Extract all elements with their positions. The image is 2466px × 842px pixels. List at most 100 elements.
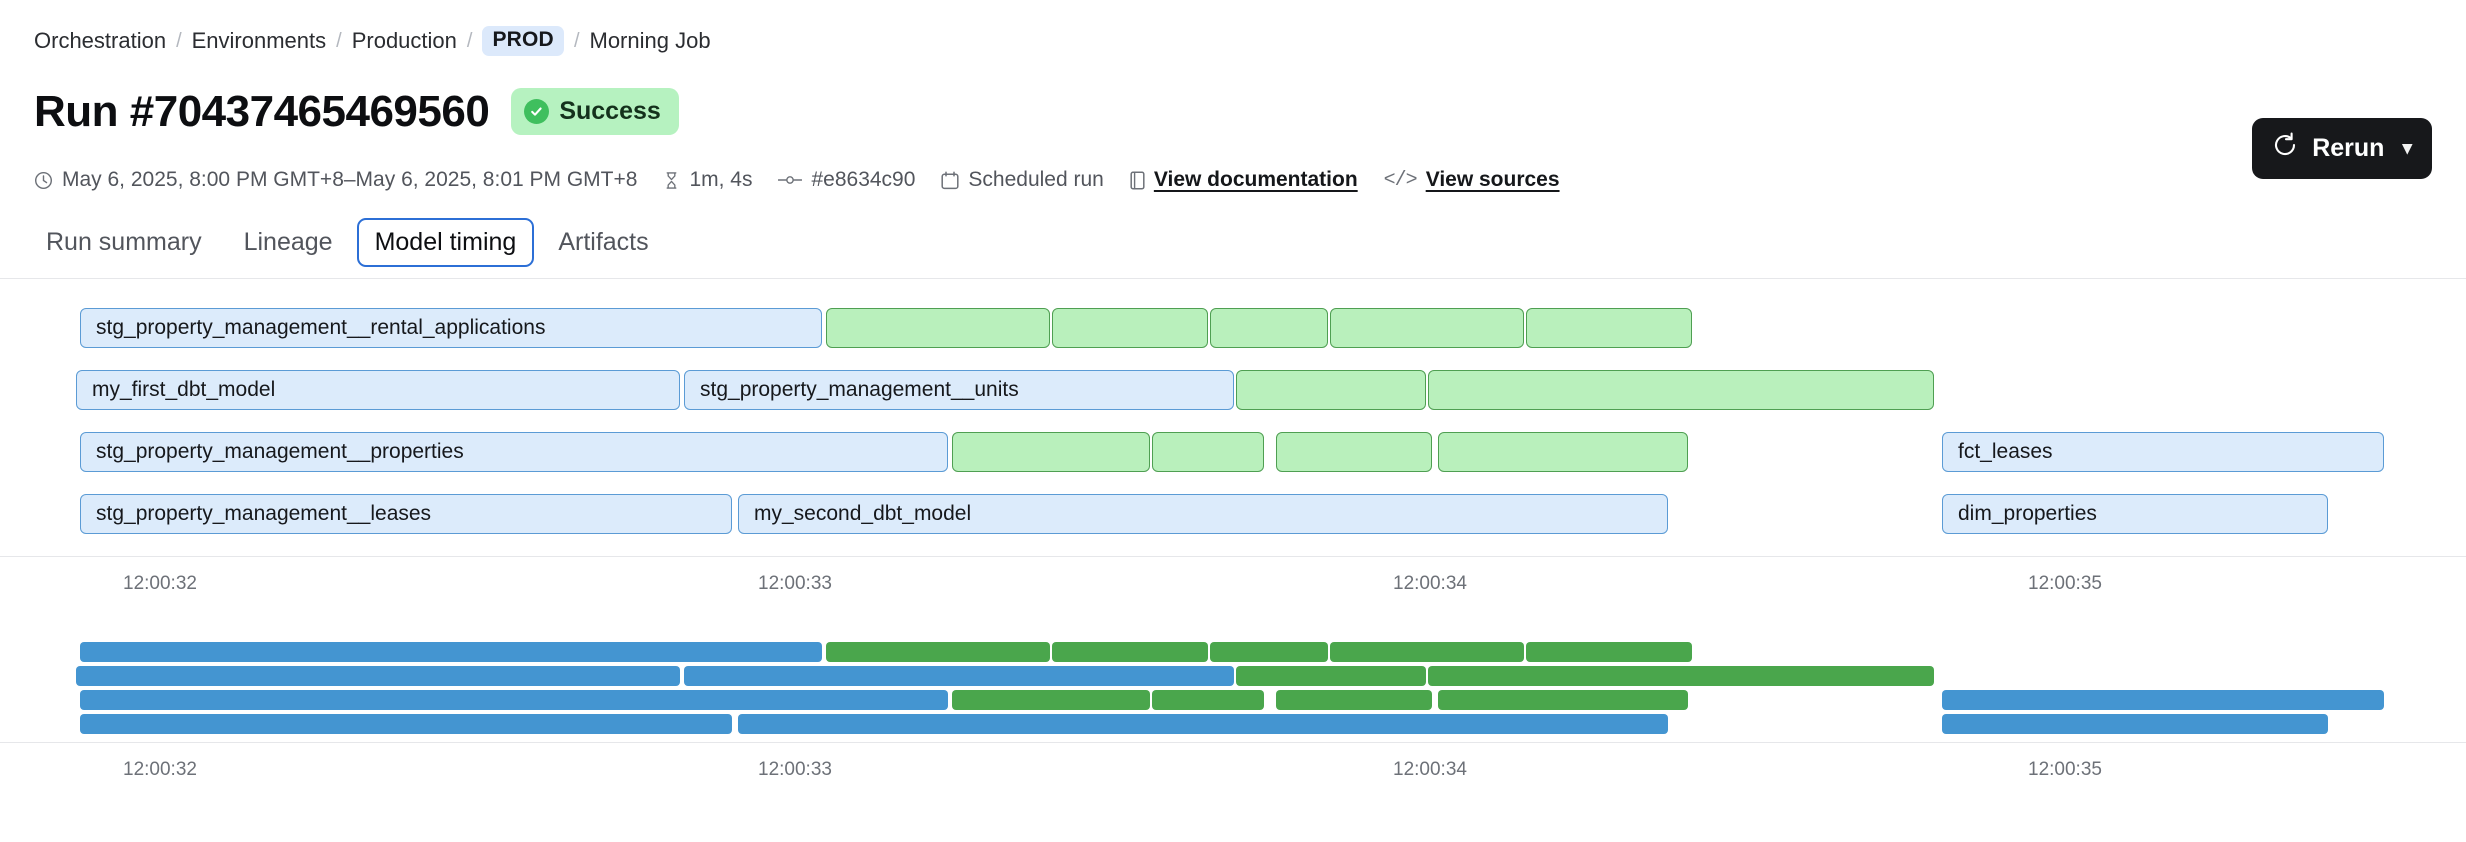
hourglass-icon [663, 171, 680, 190]
minimap-bar[interactable] [738, 714, 1668, 734]
breadcrumb-separator: / [466, 29, 473, 52]
minimap-bar[interactable] [76, 666, 680, 686]
gantt-bar-my_first_dbt_model[interactable]: my_first_dbt_model [76, 370, 680, 410]
tab-artifacts[interactable]: Artifacts [558, 228, 649, 256]
gantt-bar-stg_property_management__rental_applications[interactable]: stg_property_management__rental_applicat… [80, 308, 822, 348]
rerun-button[interactable]: Rerun ▾ [2252, 118, 2432, 179]
tab-run-summary[interactable]: Run summary [46, 228, 202, 256]
meta-commit-label: #e8634c90 [811, 168, 916, 191]
minimap-bar[interactable] [1210, 642, 1328, 662]
model-timing-gantt: stg_property_management__rental_applicat… [0, 300, 2466, 600]
minimap-axis-tick-label: 12:00:32 [123, 759, 197, 780]
tab-lineage[interactable]: Lineage [243, 228, 333, 256]
minimap-bar[interactable] [1438, 690, 1688, 710]
meta-trigger: Scheduled run [941, 168, 1104, 192]
breadcrumb-separator: / [176, 29, 182, 52]
minimap-bar[interactable] [1942, 714, 2328, 734]
page-title: Run #70437465469560 [34, 86, 490, 136]
meta-commit: #e8634c90 [778, 168, 915, 192]
minimap-row [0, 688, 2466, 712]
view-documentation-link[interactable]: View documentation [1153, 168, 1358, 191]
gantt-bar-test[interactable] [1236, 370, 1426, 410]
tab-bar: Run summary Lineage Model timing Artifacts [28, 218, 667, 267]
minimap-row [0, 640, 2466, 664]
minimap-bar[interactable] [826, 642, 1050, 662]
meta-timerange-label: May 6, 2025, 8:00 PM GMT+8–May 6, 2025, … [62, 168, 638, 191]
gantt-bar-test[interactable] [1052, 308, 1208, 348]
meta-sources[interactable]: </> View sources [1384, 168, 1560, 192]
minimap-bar[interactable] [952, 690, 1150, 710]
minimap-bar[interactable] [1276, 690, 1432, 710]
status-label: Success [559, 97, 661, 125]
axis-tick-label: 12:00:33 [758, 573, 832, 594]
code-icon: </> [1383, 168, 1418, 192]
gantt-bar-test[interactable] [1526, 308, 1692, 348]
axis-tick-label: 12:00:32 [123, 573, 197, 594]
gantt-bar-stg_property_management__leases[interactable]: stg_property_management__leases [80, 494, 732, 534]
calendar-icon [941, 170, 959, 190]
gantt-row: stg_property_management__rental_applicat… [0, 300, 2466, 362]
gantt-bar-test[interactable] [1276, 432, 1432, 472]
meta-duration-label: 1m, 4s [689, 168, 753, 191]
view-sources-link[interactable]: View sources [1425, 168, 1560, 191]
gantt-row: stg_property_management__properties fct_l… [0, 424, 2466, 486]
minimap-row [0, 712, 2466, 736]
gantt-bar-test[interactable] [1152, 432, 1264, 472]
clock-icon [34, 171, 53, 190]
gantt-bar-test[interactable] [1330, 308, 1524, 348]
title-row: Run #70437465469560 Success [34, 88, 679, 135]
chevron-down-icon[interactable]: ▾ [2402, 138, 2412, 159]
minimap-bar[interactable] [1236, 666, 1426, 686]
gantt-bar-stg_property_management__units[interactable]: stg_property_management__units [684, 370, 1234, 410]
rerun-label: Rerun [2312, 134, 2385, 162]
axis-tick-label: 12:00:35 [2028, 573, 2102, 594]
commit-icon [778, 173, 803, 187]
tab-model-timing[interactable]: Model timing [356, 218, 535, 267]
breadcrumb-separator: / [336, 29, 342, 52]
minimap-axis-tick-label: 12:00:33 [758, 759, 832, 780]
breadcrumb-item-orchestration[interactable]: Orchestration [34, 28, 167, 53]
gantt-bar-stg_property_management__properties[interactable]: stg_property_management__properties [80, 432, 948, 472]
book-icon [1130, 170, 1145, 190]
breadcrumb-item-environments[interactable]: Environments [191, 28, 327, 53]
gantt-bar-my_second_dbt_model[interactable]: my_second_dbt_model [738, 494, 1668, 534]
meta-timerange: May 6, 2025, 8:00 PM GMT+8–May 6, 2025, … [34, 168, 637, 192]
breadcrumb-separator: / [573, 29, 580, 52]
gantt-bar-test[interactable] [1428, 370, 1934, 410]
minimap-bar[interactable] [684, 666, 1234, 686]
breadcrumb-item-production[interactable]: Production [351, 28, 457, 53]
minimap-bar[interactable] [1152, 690, 1264, 710]
gantt-bar-fct_leases[interactable]: fct_leases [1942, 432, 2384, 472]
axis-tick-label: 12:00:34 [1393, 573, 1467, 594]
breadcrumb-env-badge[interactable]: PROD [482, 26, 564, 56]
minimap-bar[interactable] [1942, 690, 2384, 710]
run-meta-row: May 6, 2025, 8:00 PM GMT+8–May 6, 2025, … [34, 168, 1560, 192]
status-badge: Success [511, 88, 679, 135]
minimap-axis-tick-label: 12:00:35 [2028, 759, 2102, 780]
gantt-bar-test[interactable] [826, 308, 1050, 348]
minimap-bar[interactable] [1052, 642, 1208, 662]
breadcrumb: Orchestration / Environments / Production / PR… [34, 26, 711, 56]
minimap-bar[interactable] [80, 714, 732, 734]
breadcrumb-item-morning-job[interactable]: Morning Job [589, 28, 711, 53]
meta-trigger-label: Scheduled run [968, 168, 1104, 191]
meta-duration: 1m, 4s [663, 168, 752, 192]
gantt-bar-test[interactable] [1438, 432, 1688, 472]
minimap-bar[interactable] [1428, 666, 1934, 686]
gantt-bar-dim_properties[interactable]: dim_properties [1942, 494, 2328, 534]
gantt-bar-test[interactable] [952, 432, 1150, 472]
minimap-bar[interactable] [1330, 642, 1524, 662]
minimap-row [0, 664, 2466, 688]
rerun-icon [2272, 132, 2298, 165]
meta-documentation[interactable]: View documentation [1130, 168, 1358, 192]
gantt-time-axis: 12:00:32 12:00:33 12:00:34 12:00:35 [0, 556, 2466, 600]
minimap-bar[interactable] [80, 690, 948, 710]
minimap-bar[interactable] [1526, 642, 1692, 662]
minimap-bar[interactable] [80, 642, 822, 662]
tab-underline [0, 278, 2466, 279]
gantt-bar-test[interactable] [1210, 308, 1328, 348]
